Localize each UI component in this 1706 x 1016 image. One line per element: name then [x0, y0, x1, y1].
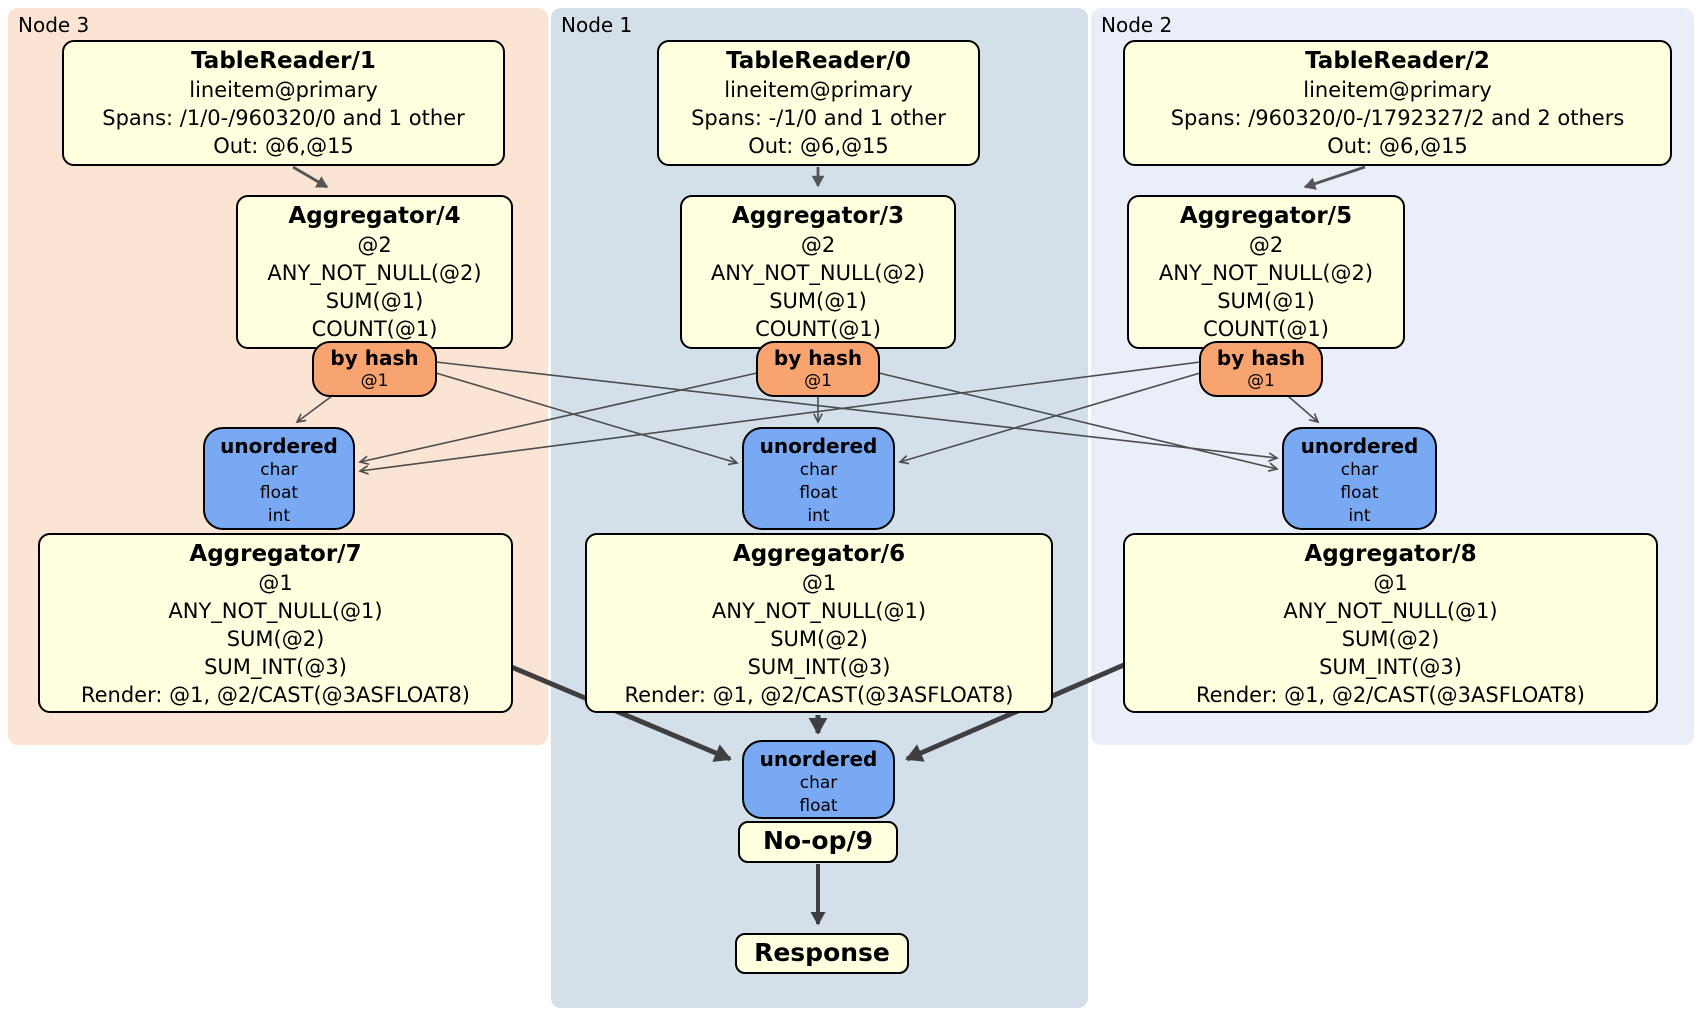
processor-index-line: lineitem@primary	[1303, 78, 1492, 102]
processor-index-line: lineitem@primary	[189, 78, 378, 102]
processor-fn-line: SUM_INT(@3)	[204, 655, 347, 679]
processor-out-line: Out: @6,@15	[1327, 134, 1468, 158]
node1-region-label: Node 1	[561, 13, 633, 37]
router-key: @1	[804, 371, 832, 391]
edge-byhash2-sync2	[1287, 395, 1318, 422]
processor-fn-line: COUNT(@1)	[1203, 317, 1329, 341]
sync-title: unordered	[220, 434, 338, 458]
processor-group-line: @2	[1248, 233, 1284, 257]
processor-noop-9: No-op/9	[738, 821, 898, 863]
processor-tablereader-0: TableReader/0 lineitem@primary Spans: -/…	[657, 40, 980, 166]
processor-title: Aggregator/3	[731, 203, 905, 229]
edge-byhash2-sync1	[900, 372, 1201, 462]
sync-unordered-node2: unordered char float int	[1282, 427, 1437, 530]
processor-aggregator-3: Aggregator/3 @2 ANY_NOT_NULL(@2) SUM(@1)…	[680, 195, 956, 349]
edge-byhash1-sync3	[360, 372, 758, 462]
processor-fn-line: SUM(@1)	[769, 289, 867, 313]
processor-fn-line: SUM_INT(@3)	[1319, 655, 1462, 679]
processor-group-line: @1	[258, 571, 293, 595]
edge-byhash3-sync3	[297, 395, 333, 422]
router-byhash-node2: by hash @1	[1199, 341, 1323, 397]
sync-column: float	[1340, 483, 1379, 503]
processor-title: Aggregator/7	[189, 541, 362, 567]
processor-render-line: Render: @1, @2/CAST(@3ASFLOAT8)	[80, 683, 471, 707]
sync-column: float	[259, 483, 299, 503]
processor-response: Response	[735, 933, 909, 974]
processor-render-line: Render: @1, @2/CAST(@3ASFLOAT8)	[624, 683, 1014, 707]
processor-title: No-op/9	[762, 826, 874, 855]
sync-column: char	[1340, 460, 1379, 480]
processor-spans-line: Spans: -/1/0 and 1 other	[691, 106, 946, 130]
processor-tablereader-1: TableReader/1 lineitem@primary Spans: /1…	[62, 40, 505, 166]
processor-aggregator-7: Aggregator/7 @1 ANY_NOT_NULL(@1) SUM(@2)…	[38, 533, 513, 713]
processor-fn-line: COUNT(@1)	[311, 317, 438, 341]
processor-title: Aggregator/5	[1179, 203, 1353, 229]
edge-byhash1-sync2	[878, 372, 1277, 469]
processor-aggregator-6: Aggregator/6 @1 ANY_NOT_NULL(@1) SUM(@2)…	[585, 533, 1053, 713]
processor-fn-line: SUM(@1)	[325, 289, 424, 313]
processor-title: Aggregator/4	[288, 203, 461, 229]
processor-fn-line: SUM(@2)	[226, 627, 325, 651]
processor-title: Response	[754, 938, 890, 967]
processor-title: TableReader/2	[1305, 48, 1490, 74]
processor-spans-line: Spans: /1/0-/960320/0 and 1 other	[102, 106, 465, 130]
sync-column: int	[1348, 506, 1371, 526]
sync-unordered-node3: unordered char float int	[203, 427, 355, 530]
processor-fn-line: SUM_INT(@3)	[747, 655, 891, 679]
edge-byhash3-sync1	[435, 372, 737, 463]
processor-group-line: @2	[357, 233, 392, 257]
processor-out-line: Out: @6,@15	[748, 134, 889, 158]
processor-fn-line: SUM(@1)	[1217, 289, 1315, 313]
processor-fn-line: ANY_NOT_NULL(@1)	[1283, 599, 1498, 623]
processor-title: Aggregator/6	[732, 541, 906, 567]
processor-fn-line: SUM(@2)	[770, 627, 868, 651]
edge-byhash2-sync3	[360, 361, 1201, 471]
router-byhash-node3: by hash @1	[312, 341, 437, 397]
edge-tr1-agg4	[292, 165, 329, 189]
edge-tr2-agg5	[1303, 165, 1366, 190]
processor-title: Aggregator/8	[1304, 541, 1477, 567]
router-title: by hash	[773, 346, 863, 370]
processor-title: TableReader/0	[726, 48, 911, 74]
processor-out-line: Out: @6,@15	[213, 134, 354, 158]
processor-aggregator-4: Aggregator/4 @2 ANY_NOT_NULL(@2) SUM(@1)…	[236, 195, 513, 349]
processor-fn-line: ANY_NOT_NULL(@1)	[711, 599, 927, 623]
processor-group-line: @1	[801, 571, 837, 595]
processor-tablereader-2: TableReader/2 lineitem@primary Spans: /9…	[1123, 40, 1672, 166]
processor-fn-line: ANY_NOT_NULL(@2)	[710, 261, 926, 285]
processor-index-line: lineitem@primary	[724, 78, 913, 102]
sync-title: unordered	[1300, 434, 1419, 458]
processor-fn-line: SUM(@2)	[1341, 627, 1440, 651]
processor-title: TableReader/1	[191, 48, 376, 74]
sync-column: float	[799, 796, 838, 816]
node2-region-label: Node 2	[1101, 13, 1173, 37]
processor-render-line: Render: @1, @2/CAST(@3ASFLOAT8)	[1195, 683, 1586, 707]
processor-fn-line: ANY_NOT_NULL(@2)	[267, 261, 482, 285]
sync-column: int	[267, 506, 291, 526]
processor-fn-line: ANY_NOT_NULL(@2)	[1158, 261, 1374, 285]
router-byhash-node1: by hash @1	[756, 341, 880, 397]
sync-title: unordered	[759, 434, 878, 458]
sync-column: float	[799, 483, 838, 503]
node3-region-label: Node 3	[18, 13, 90, 37]
processor-spans-line: Spans: /960320/0-/1792327/2 and 2 others	[1170, 106, 1625, 130]
edge-byhash3-sync2	[435, 361, 1277, 458]
processor-group-line: @1	[1373, 571, 1408, 595]
router-key: @1	[1247, 371, 1275, 391]
sync-title: unordered	[759, 747, 878, 771]
processor-fn-line: ANY_NOT_NULL(@1)	[168, 599, 383, 623]
sync-column: int	[807, 506, 830, 526]
router-title: by hash	[1216, 346, 1306, 370]
sync-unordered-final: unordered char float	[742, 740, 895, 819]
router-key: @1	[360, 371, 389, 391]
processor-fn-line: COUNT(@1)	[755, 317, 881, 341]
sync-column: char	[260, 460, 298, 480]
sync-column: char	[799, 460, 838, 480]
sync-unordered-node1: unordered char float int	[742, 427, 895, 530]
processor-group-line: @2	[800, 233, 836, 257]
router-title: by hash	[330, 346, 419, 370]
processor-aggregator-8: Aggregator/8 @1 ANY_NOT_NULL(@1) SUM(@2)…	[1123, 533, 1658, 713]
processor-aggregator-5: Aggregator/5 @2 ANY_NOT_NULL(@2) SUM(@1)…	[1127, 195, 1405, 349]
sync-column: char	[799, 773, 838, 793]
